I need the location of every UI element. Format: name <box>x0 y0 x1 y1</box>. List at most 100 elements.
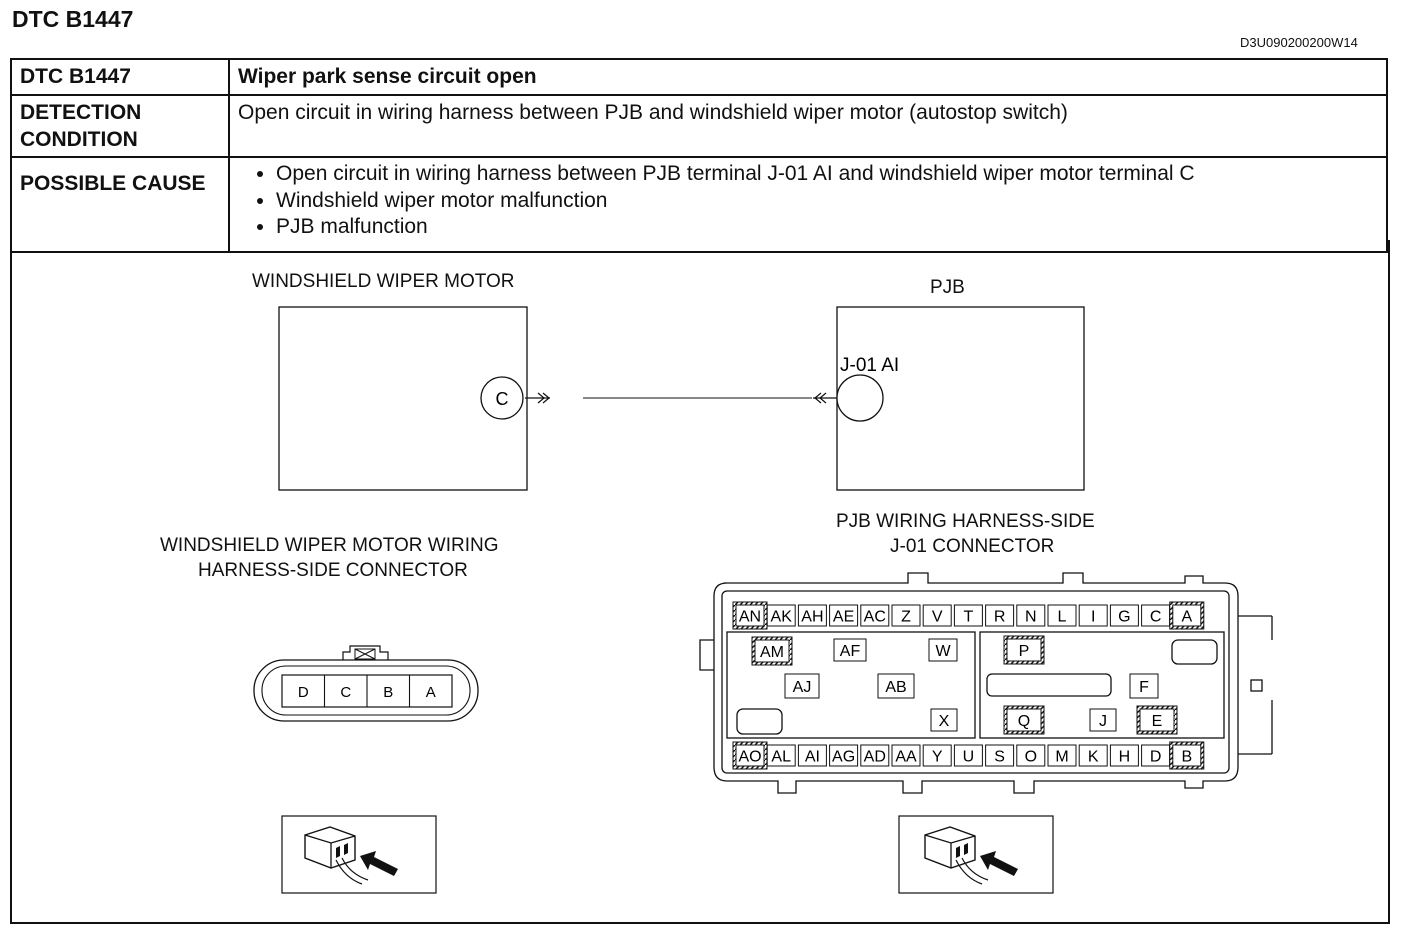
row-value-dtc: Wiper park sense circuit open <box>228 58 1388 96</box>
wiper-motor-label: WINDSHIELD WIPER MOTOR <box>252 271 515 292</box>
pjb-pin-J: J <box>1089 708 1117 732</box>
pjb-pin-AG: AG <box>829 744 859 767</box>
wiper-pin-A: A <box>426 684 436 701</box>
row-label-possible-cause: POSSIBLE CAUSE <box>10 156 230 253</box>
wiper-pin-B: B <box>383 684 393 701</box>
pjb-pin-I: I <box>1078 604 1108 627</box>
list-item: Windshield wiper motor malfunction <box>276 188 1378 215</box>
svg-text:AF: AF <box>840 643 861 660</box>
pjb-pin-H: H <box>1109 744 1139 767</box>
svg-text:V: V <box>932 609 943 626</box>
svg-text:U: U <box>963 749 975 766</box>
connector-arrow-right-icon <box>525 392 550 404</box>
wiper-pin-C: C <box>340 684 351 701</box>
cause-list: Open circuit in wiring harness between P… <box>238 161 1378 241</box>
svg-text:AL: AL <box>771 749 791 766</box>
pjb-pin-V: V <box>922 604 952 627</box>
svg-text:H: H <box>1119 749 1131 766</box>
pjb-pin-AI: AI <box>797 744 827 767</box>
pjb-pin-X: X <box>930 708 958 732</box>
svg-text:X: X <box>939 713 950 730</box>
wiper-harness-connector <box>253 645 479 722</box>
pjb-pin-P: P <box>1003 635 1045 665</box>
svg-text:O: O <box>1025 749 1037 766</box>
pjb-pin-AC: AC <box>860 604 890 627</box>
page-title: DTC B1447 <box>12 6 134 32</box>
svg-text:L: L <box>1058 609 1067 626</box>
pjb-pin-R: R <box>985 604 1015 627</box>
pjb-pin-M: M <box>1047 744 1077 767</box>
pjb-pin-AN: AN <box>732 601 768 630</box>
svg-text:E: E <box>1152 713 1163 730</box>
pjb-j01-connector <box>699 572 1273 794</box>
list-item: Open circuit in wiring harness between P… <box>276 161 1378 188</box>
pjb-pin-K: K <box>1078 744 1108 767</box>
wiper-terminal-circle <box>480 376 524 420</box>
pjb-pin-W: W <box>928 638 958 662</box>
svg-text:AC: AC <box>864 609 886 626</box>
svg-text:AB: AB <box>885 679 906 696</box>
pjb-pin-AD: AD <box>860 744 890 767</box>
pjb-terminal-label: J-01 AI <box>840 355 899 376</box>
wiper-connector-title-line2: HARNESS-SIDE CONNECTOR <box>198 560 468 581</box>
pjb-pin-E: E <box>1136 705 1178 735</box>
wiper-terminal-label: C <box>496 389 509 409</box>
svg-text:F: F <box>1139 679 1149 696</box>
pjb-connector-title-line2: J-01 CONNECTOR <box>890 536 1055 557</box>
pjb-pin-AF: AF <box>833 638 867 662</box>
pjb-pin-T: T <box>953 604 983 627</box>
svg-text:B: B <box>1181 749 1192 766</box>
connector-view-icon <box>898 815 1054 894</box>
svg-text:R: R <box>994 609 1006 626</box>
pjb-pin-C: C <box>1141 604 1171 627</box>
pjb-pin-B: B <box>1169 741 1205 770</box>
svg-text:AJ: AJ <box>793 679 812 696</box>
svg-text:J: J <box>1099 713 1107 730</box>
svg-text:P: P <box>1019 643 1030 660</box>
connector-arrow-left-icon <box>813 392 838 404</box>
table-row: DETECTION CONDITION Open circuit in wiri… <box>10 94 1388 158</box>
pjb-pin-Z: Z <box>891 604 921 627</box>
pjb-connector-title-line1: PJB WIRING HARNESS-SIDE <box>836 511 1095 532</box>
svg-text:N: N <box>1025 609 1037 626</box>
svg-text:Z: Z <box>901 609 911 626</box>
svg-text:M: M <box>1055 749 1068 766</box>
svg-text:AD: AD <box>864 749 886 766</box>
row-value-detection: Open circuit in wiring harness between P… <box>228 94 1388 158</box>
svg-text:A: A <box>1181 609 1192 626</box>
pjb-pin-Y: Y <box>922 744 952 767</box>
svg-text:W: W <box>935 643 951 660</box>
pjb-pin-D: D <box>1141 744 1171 767</box>
diagram-frame <box>10 240 1390 924</box>
pjb-pin-N: N <box>1016 604 1046 627</box>
pjb-pin-AM: AM <box>751 636 793 666</box>
pjb-terminal-circle <box>836 374 884 422</box>
svg-text:AN: AN <box>739 609 761 626</box>
svg-text:AK: AK <box>771 609 793 626</box>
list-item: PJB malfunction <box>276 214 1378 241</box>
svg-text:AE: AE <box>833 609 854 626</box>
pjb-pin-AJ: AJ <box>784 673 820 699</box>
pjb-pin-AL: AL <box>766 744 796 767</box>
row-label-dtc: DTC B1447 <box>10 58 230 96</box>
pjb-pin-AA: AA <box>891 744 921 767</box>
svg-text:AH: AH <box>801 609 823 626</box>
svg-text:AM: AM <box>760 644 784 661</box>
pjb-pin-AB: AB <box>877 673 915 699</box>
svg-text:G: G <box>1118 609 1130 626</box>
svg-text:Q: Q <box>1018 713 1030 730</box>
dtc-info-table: DTC B1447 Wiper park sense circuit open … <box>10 58 1388 253</box>
svg-text:Y: Y <box>932 749 943 766</box>
table-row: POSSIBLE CAUSE Open circuit in wiring ha… <box>10 156 1388 253</box>
svg-text:D: D <box>1150 749 1162 766</box>
pjb-label: PJB <box>930 277 965 298</box>
connector-view-icon <box>281 815 437 894</box>
svg-text:C: C <box>1150 609 1162 626</box>
wiper-connector-title-line1: WINDSHIELD WIPER MOTOR WIRING <box>160 535 499 556</box>
svg-text:I: I <box>1091 609 1095 626</box>
pjb-pin-AK: AK <box>766 604 796 627</box>
table-row: DTC B1447 Wiper park sense circuit open <box>10 58 1388 96</box>
pjb-pin-A: A <box>1169 601 1205 630</box>
pjb-pin-AO: AO <box>732 741 768 770</box>
pjb-pin-L: L <box>1047 604 1077 627</box>
